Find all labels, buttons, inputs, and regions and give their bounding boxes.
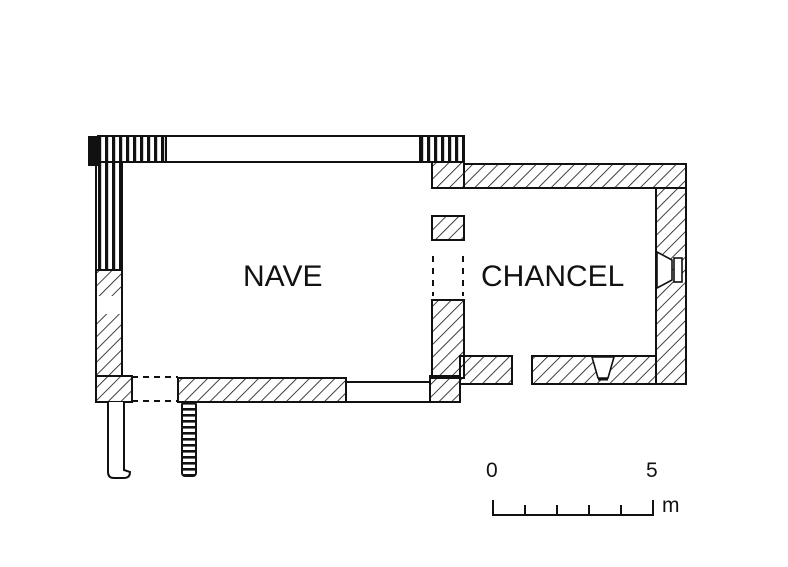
chancel-label: CHANCEL	[481, 260, 624, 293]
scale-unit-label: m	[662, 494, 680, 517]
chancel-arch-north-pier	[431, 161, 465, 189]
porch-east-wall	[181, 401, 197, 477]
nave-west-wall-lower	[95, 269, 123, 377]
porch-west-wall	[107, 402, 132, 479]
chancel-walls	[459, 163, 687, 385]
nave-walls	[88, 135, 465, 403]
chancel-arch-south-respond	[431, 299, 465, 379]
nave-north-wall-west	[97, 135, 167, 163]
nave-west-wall-upper	[95, 161, 123, 271]
nave-se-corner	[429, 375, 461, 403]
nave-north-wall	[165, 135, 421, 163]
nave-sw-corner	[95, 375, 133, 403]
chancel-north-wall	[463, 163, 687, 189]
scale-bar: 0 5 m	[486, 459, 680, 517]
nave-west-wall-break	[97, 296, 121, 314]
nave-south-wall-plain	[345, 381, 431, 403]
nave-label: NAVE	[243, 260, 322, 293]
nave-nw-corner-wall	[88, 136, 98, 166]
south-porch-walls	[107, 401, 197, 479]
chancel-east-window	[656, 250, 673, 290]
nave-north-wall-east	[419, 135, 465, 163]
scale-start-label: 0	[486, 459, 498, 482]
nave-south-wall-hatched	[177, 377, 347, 403]
scale-bar-line	[492, 500, 654, 516]
chancel-south-wall-west	[459, 355, 513, 385]
scale-end-label: 5	[646, 459, 658, 482]
chancel-arch-north-respond	[431, 215, 465, 241]
chancel-east-window-mullion	[673, 257, 683, 283]
